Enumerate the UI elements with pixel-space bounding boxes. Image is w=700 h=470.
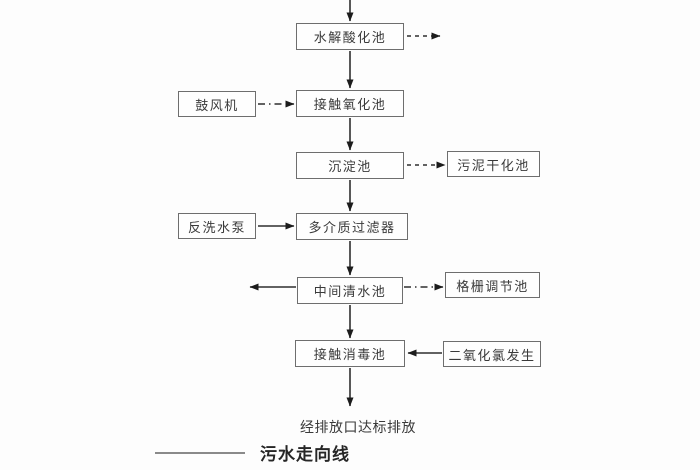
node-sludge-drying-pool: 污泥干化池 (447, 151, 540, 177)
node-grid-regulating-pool: 格栅调节池 (445, 272, 540, 298)
legend-flow-line-label: 污水走向线 (260, 445, 350, 465)
node-sedimentation-pool: 沉淀池 (296, 152, 404, 179)
node-contact-oxidation-pool: 接触氧化池 (296, 90, 404, 117)
node-blower: 鼓风机 (178, 91, 256, 117)
legend-flow-line-sample (155, 451, 245, 454)
outlet-discharge-caption: 经排放口达标排放 (300, 420, 416, 436)
node-multimedia-filter: 多介质过滤器 (296, 213, 408, 240)
legend: 污水走向线 (155, 440, 350, 465)
node-contact-disinfection-pool: 接触消毒池 (295, 340, 405, 367)
node-hydrolysis-acidification-pool: 水解酸化池 (296, 23, 404, 50)
node-intermediate-clearwater-pool: 中间清水池 (297, 277, 403, 304)
node-chlorine-dioxide-generator: 二氧化氯发生 (443, 341, 541, 367)
node-backwash-pump: 反洗水泵 (178, 213, 256, 239)
